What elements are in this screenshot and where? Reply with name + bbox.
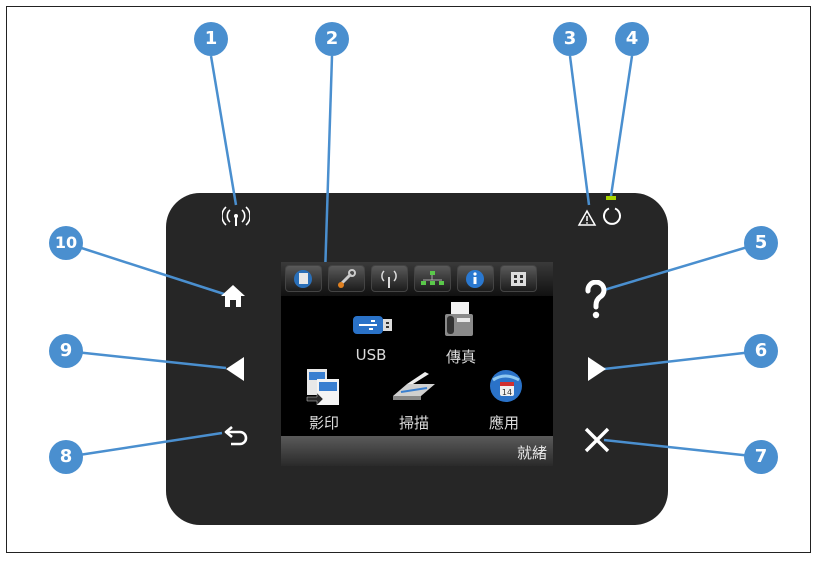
app-label-fax[interactable]: 傳真 xyxy=(445,348,476,366)
status-bar: 就緒 xyxy=(281,436,553,466)
figure-frame xyxy=(6,6,811,553)
close-icon[interactable] xyxy=(583,426,611,454)
app-label-usb[interactable]: USB xyxy=(355,346,387,364)
apps-icon[interactable]: 14 xyxy=(485,366,527,406)
usb-icon[interactable] xyxy=(351,310,395,340)
leader-9 xyxy=(65,349,227,370)
callout-10: 10 xyxy=(49,226,83,260)
warning-triangle-icon xyxy=(577,209,597,226)
copy-icon[interactable] xyxy=(303,367,343,407)
leader-8 xyxy=(65,431,223,459)
app-label-scan[interactable]: 掃描 xyxy=(398,414,429,432)
svg-text:14: 14 xyxy=(502,388,512,397)
scan-icon[interactable] xyxy=(391,370,437,404)
right-arrow-icon[interactable] xyxy=(586,355,608,383)
touch-screen: USB 傳真 影印 掃描 14 應用 就緒 xyxy=(281,262,553,466)
callout-7: 7 xyxy=(744,440,778,474)
tab-wireless[interactable] xyxy=(371,265,408,292)
left-arrow-icon[interactable] xyxy=(224,355,246,383)
tab-network[interactable] xyxy=(414,265,451,292)
leader-4 xyxy=(609,55,634,197)
fax-icon[interactable] xyxy=(441,300,477,340)
callout-8: 8 xyxy=(49,440,83,474)
callout-5: 5 xyxy=(744,226,778,260)
app-label-copy[interactable]: 影印 xyxy=(308,414,339,432)
wireless-icon xyxy=(222,206,250,226)
callout-4: 4 xyxy=(615,22,649,56)
leader-3 xyxy=(568,55,591,206)
screen-tab-bar xyxy=(281,262,553,296)
power-ring-icon xyxy=(603,207,621,225)
callout-6: 6 xyxy=(744,334,778,368)
tab-setup[interactable] xyxy=(328,265,365,292)
callout-9: 9 xyxy=(49,334,83,368)
leader-6 xyxy=(603,349,762,371)
leader-1 xyxy=(209,55,238,206)
tab-web-services[interactable] xyxy=(285,265,322,292)
callout-3: 3 xyxy=(553,22,587,56)
tab-supplies[interactable] xyxy=(500,265,537,292)
question-mark-icon[interactable] xyxy=(583,280,609,320)
status-text: 就緒 xyxy=(516,444,547,462)
leader-5 xyxy=(603,241,762,292)
tab-information[interactable] xyxy=(457,265,494,292)
app-label-apps[interactable]: 應用 xyxy=(488,414,519,432)
ready-led xyxy=(606,196,616,200)
home-icon[interactable] xyxy=(219,283,247,309)
leader-10 xyxy=(65,241,225,296)
callout-1: 1 xyxy=(194,22,228,56)
callout-2: 2 xyxy=(315,22,349,56)
back-arrow-icon[interactable] xyxy=(223,423,251,447)
leader-7 xyxy=(603,438,762,459)
